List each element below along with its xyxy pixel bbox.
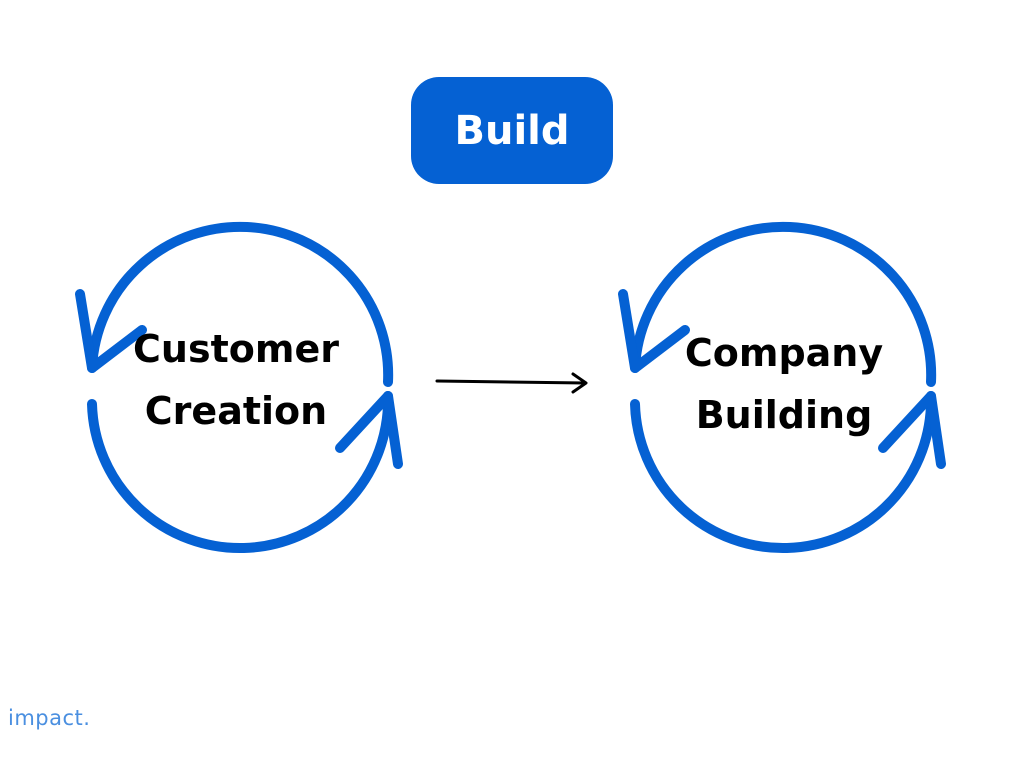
node-label-company-building: Company Building [634,322,934,446]
node-label-customer-creation: Customer Creation [86,318,386,442]
right-arrow-icon [435,372,588,394]
node-label-line: Building [695,393,873,437]
node-label-line: Company [684,331,884,375]
node-label-line: Customer [133,327,339,371]
impact-logo: impact. [8,706,91,730]
build-badge: Build [411,77,613,184]
build-title: Build [454,107,570,154]
node-label-line: Creation [144,389,328,433]
